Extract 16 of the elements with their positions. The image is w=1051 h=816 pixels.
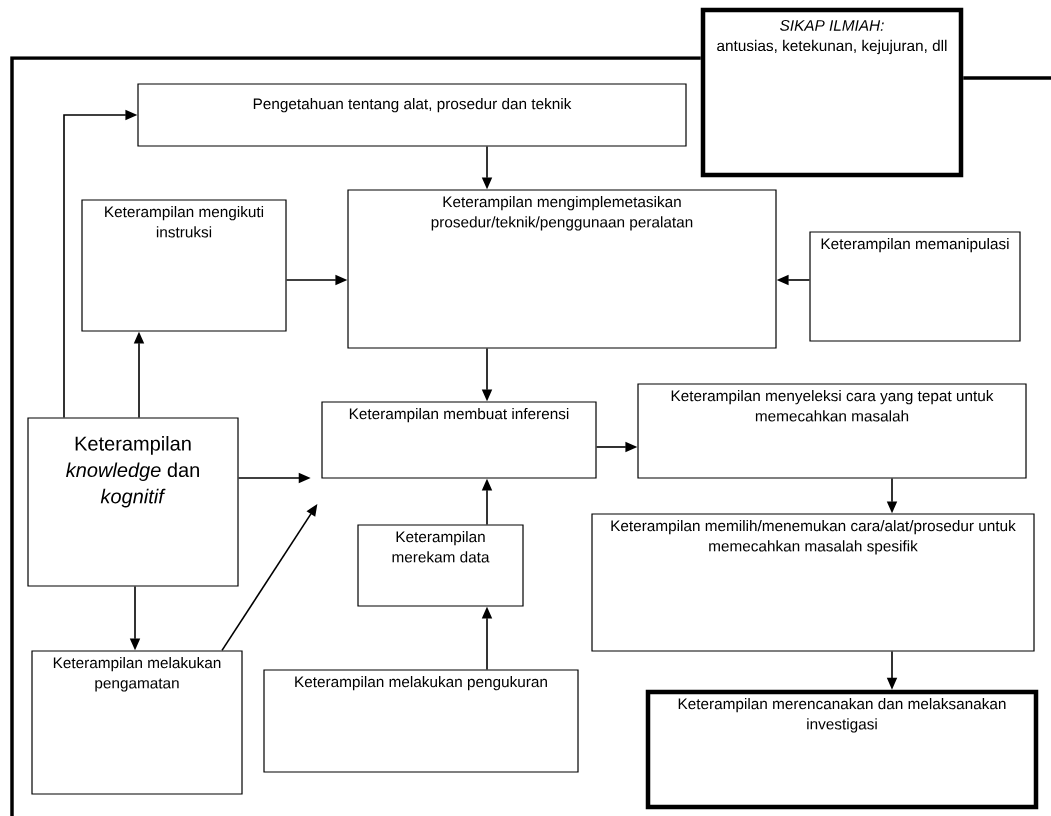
process-box: Pengetahuan tentang alat, prosedur dan teknik [137,83,687,147]
process-box: SIKAP ILMIAH: antusias, ketekunan, kejujuran, dll [700,7,964,178]
frame-line [963,76,1051,80]
process-box: Keterampilan memilih/menemukan cara/alat/prosedur untuk memecahkan masalah spesifik [591,513,1035,652]
process-box: Keterampilan melakukan pengamatan [31,650,243,795]
process-box: Keterampilan melakukan pengukuran [263,669,579,773]
arrow [221,504,318,652]
process-box: Keterampilan memanipulasi [809,231,1021,342]
process-box: Keterampilan knowledge dan kognitif [27,417,239,587]
process-box: Keterampilan menyeleksi cara yang tepat untuk memecahkan masalah [637,383,1027,479]
process-box: Keterampilan mengikuti instruksi [81,199,287,332]
process-box: Keterampilan merencanakan dan melaksanakan investigasi [645,689,1039,810]
frame-line [10,56,701,816]
process-box: Keterampilan merekam data [357,524,524,607]
process-box: Keterampilan mengimplemetasikan prosedur/teknik/penggunaan peralatan [347,189,777,349]
process-box: Keterampilan membuat inferensi [321,401,597,479]
